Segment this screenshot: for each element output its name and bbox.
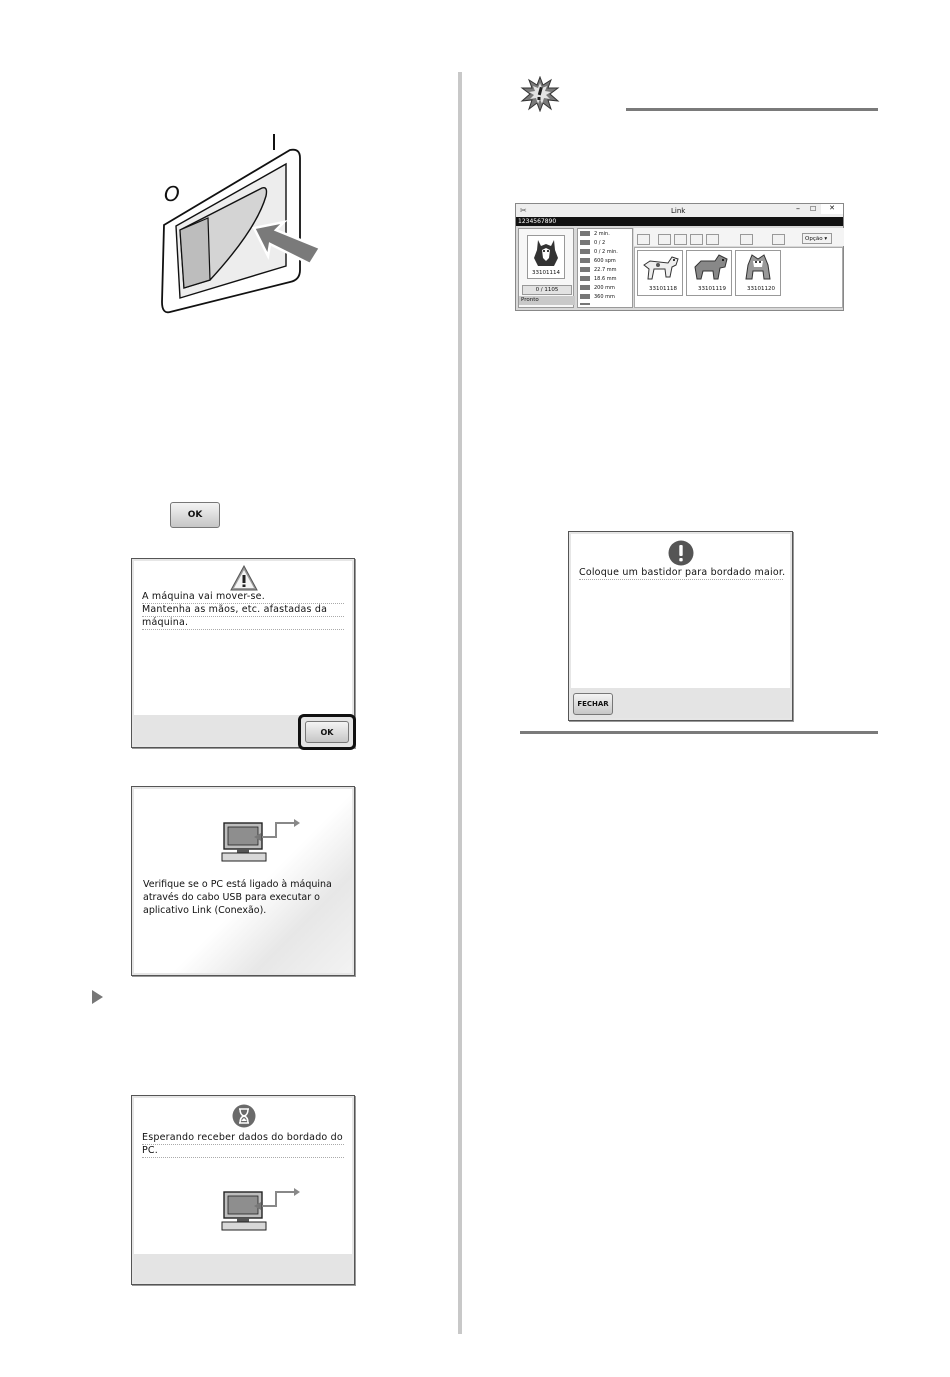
maximize-icon[interactable]: ☐ <box>810 205 817 213</box>
stat-color-time: 0 / 2 min. <box>594 249 618 255</box>
ok-button[interactable]: OK <box>170 502 220 528</box>
warning-line-3: máquina. <box>142 617 344 630</box>
dog-terrier-icon <box>745 254 771 280</box>
current-design-panel: 33101114 0 / 1105 Pronto <box>518 228 575 308</box>
column-divider <box>458 72 462 1334</box>
queue-item[interactable]: 33101119 <box>686 250 732 296</box>
stats-icons <box>580 231 590 305</box>
stat-height: 18.6 mm <box>594 276 617 282</box>
ok-highlight-frame <box>298 714 356 750</box>
toolbar-button-3[interactable] <box>690 234 703 245</box>
warning-triangle-icon <box>230 564 258 591</box>
stat-width: 22.7 mm <box>594 267 617 273</box>
pc-link-icon <box>220 815 302 865</box>
pc-check-line-1: Verifique se o PC está ligado à máquina <box>143 879 332 890</box>
waiting-line-1: Esperando receber dados do bordado do <box>142 1132 344 1145</box>
current-design-status: Pronto <box>519 296 575 305</box>
stat-colors: 0 / 2 <box>594 240 606 246</box>
link-serial: 1234567890 <box>516 217 843 226</box>
stat-time: 2 min. <box>594 231 610 237</box>
queue-item[interactable]: 33101120 <box>735 250 781 296</box>
current-design-code: 33101114 <box>532 270 560 276</box>
note-end-rule <box>520 731 878 734</box>
close-button[interactable]: FECHAR <box>573 693 613 715</box>
husky-icon <box>534 240 558 266</box>
hoop-dialog: Coloque um bastidor para bordado maior. … <box>568 531 793 721</box>
switch-off-mark: O <box>164 182 180 206</box>
queue-code-2: 33101119 <box>698 286 726 292</box>
waiting-bottom-bar <box>134 1254 352 1282</box>
warning-dialog: A máquina vai mover-se. Mantenha as mãos… <box>131 558 356 750</box>
toolbar-button-1[interactable] <box>658 234 671 245</box>
option-label: Opção <box>805 236 823 242</box>
pc-check-line-2: através do cabo USB para executar o <box>143 892 320 903</box>
queue-area: 33101118 33101119 33101120 <box>634 247 843 308</box>
hourglass-icon <box>232 1104 256 1128</box>
note-icon <box>520 75 560 113</box>
current-design-progress: 0 / 1105 <box>522 285 572 295</box>
power-switch-illustration: I O <box>150 130 330 320</box>
back-button[interactable] <box>637 234 650 245</box>
warning-ok-button[interactable]: OK <box>305 721 349 743</box>
result-arrow-icon <box>92 990 103 1004</box>
minimize-icon[interactable]: – <box>796 204 800 213</box>
toolbar-button-2[interactable] <box>674 234 687 245</box>
pc-link-icon-waiting <box>220 1184 302 1234</box>
current-design-thumb: 33101114 <box>527 235 565 279</box>
warning-line-2: Mantenha as mãos, etc. afastadas da <box>142 604 344 617</box>
queue-item[interactable]: 33101118 <box>637 250 683 296</box>
option-dropdown[interactable]: Opção ▾ <box>802 233 832 244</box>
link-title: Link <box>671 207 686 215</box>
close-icon[interactable]: ✕ <box>821 204 843 214</box>
waiting-dialog: Esperando receber dados do bordado do PC… <box>131 1095 355 1285</box>
toolbar-button-4[interactable] <box>706 234 719 245</box>
alert-icon <box>668 540 694 566</box>
queue-code-1: 33101118 <box>649 286 677 292</box>
stats-panel: 2 min. 0 / 2 0 / 2 min. 600 spm 22.7 mm … <box>577 228 633 308</box>
stat-speed: 600 spm <box>594 258 616 264</box>
queue-code-3: 33101120 <box>747 286 775 292</box>
send-button[interactable] <box>740 234 753 245</box>
warning-line-1: A máquina vai mover-se. <box>142 591 344 604</box>
link-app-window: ✂ Link – ☐ ✕ 1234567890 33101114 0 / 110… <box>515 203 844 311</box>
waiting-line-2: PC. <box>142 1145 344 1158</box>
dog-pointer-icon <box>643 256 679 280</box>
pc-check-line-3: aplicativo Link (Conexão). <box>143 905 267 916</box>
delete-icon[interactable] <box>772 234 785 245</box>
link-app-icon: ✂ <box>520 206 527 215</box>
stat-hoop-height: 360 mm <box>594 294 615 300</box>
link-titlebar: ✂ Link – ☐ ✕ <box>516 204 843 217</box>
pc-connection-dialog: Verifique se o PC está ligado à máquina … <box>131 786 355 976</box>
dog-spaniel-icon <box>694 254 728 280</box>
stat-hoop-width: 200 mm <box>594 285 615 291</box>
hoop-message: Coloque um bastidor para bordado maior. <box>579 567 786 580</box>
note-rule <box>626 108 878 111</box>
